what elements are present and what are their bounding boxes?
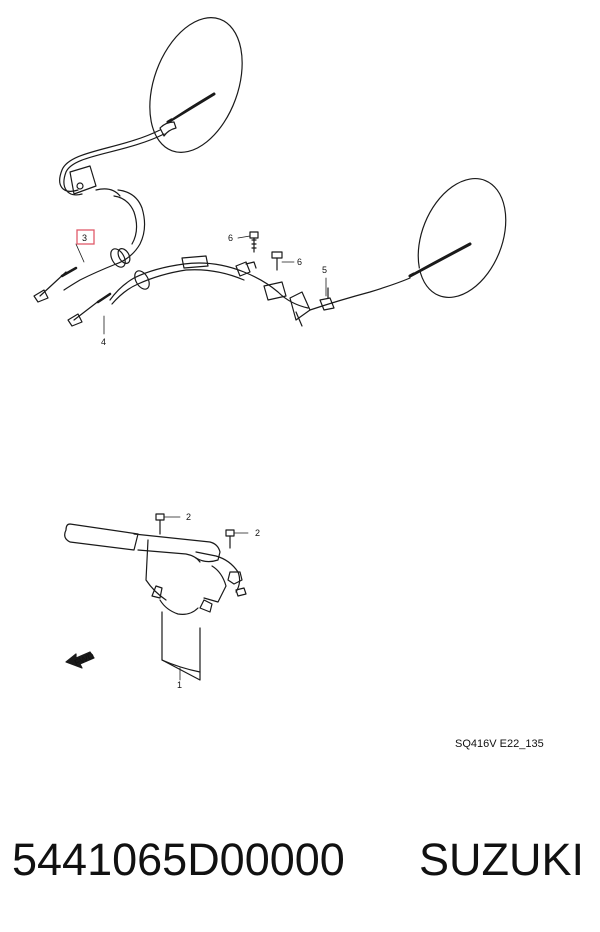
parking-brake-diagram: 3 4 6 6 5 2 2 1 FWD [33, 17, 507, 690]
rear-brake-drum-right [417, 177, 507, 299]
product-footer [0, 780, 600, 932]
parking-brake-lever [64, 513, 249, 681]
cable-clip-left [235, 261, 257, 277]
part-number: 5441065D00000 [12, 834, 345, 885]
forward-arrow-icon [65, 651, 95, 669]
rear-brake-drum-left [149, 17, 243, 153]
parking-brake-cable-4 [67, 241, 472, 327]
nut-5 [319, 287, 335, 311]
callout-6-lower: 6 [297, 257, 302, 267]
bolt-6-lower [271, 251, 283, 271]
highlight-box-part-3 [76, 229, 95, 245]
callout-2-right: 2 [255, 528, 260, 538]
callout-5: 5 [322, 265, 327, 275]
parking-brake-cable-3 [33, 91, 216, 303]
cable-bracket-right [263, 281, 311, 327]
callout-2-left: 2 [186, 512, 191, 522]
callout-3: 3 [82, 233, 87, 243]
brand-name: SUZUKI [419, 834, 585, 885]
callout-6-upper: 6 [228, 233, 233, 243]
bolt-6-upper [249, 231, 259, 253]
fwd-label: FWD [73, 650, 96, 668]
callout-1: 1 [177, 680, 182, 690]
callout-4: 4 [101, 337, 106, 347]
diagram-reference-code: SQ416V E22_135 [455, 738, 544, 750]
